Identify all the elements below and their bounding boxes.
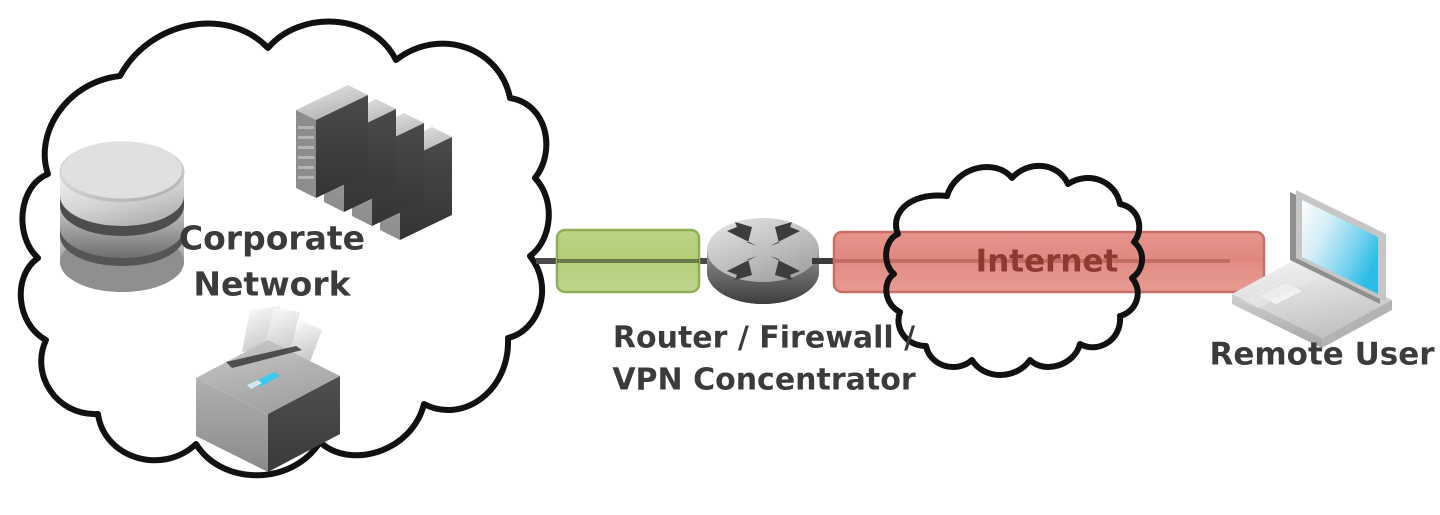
remote-user-label: Remote User <box>1209 337 1435 373</box>
printer-icon <box>196 306 340 472</box>
router-label-line1: Router / Firewall / <box>613 321 915 356</box>
database-icon <box>59 141 185 292</box>
internet-label: Internet <box>976 244 1119 280</box>
internet-cloud <box>883 162 1145 378</box>
server-rack-icon <box>296 85 452 240</box>
corporate-cloud <box>17 18 552 479</box>
internet-cloud-outline <box>883 162 1145 378</box>
router-label-line2: VPN Concentrator <box>612 363 916 398</box>
trusted-zone-bar <box>555 228 701 294</box>
untrusted-zone-bar <box>832 230 1266 294</box>
router-icon <box>707 218 819 304</box>
corporate-network-label-line2: Network <box>193 265 351 304</box>
laptop-icon <box>1232 190 1392 348</box>
corporate-cloud-outline <box>17 18 552 479</box>
corporate-network-label-line1: Corporate <box>179 219 365 258</box>
